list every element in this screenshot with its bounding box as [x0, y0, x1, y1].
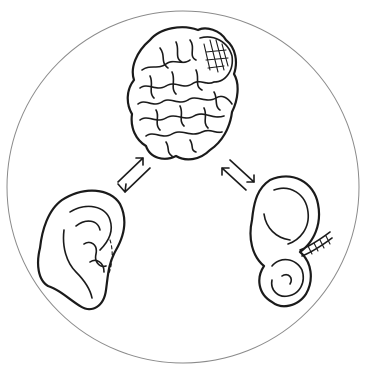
double-arrow-icon	[118, 158, 150, 192]
double-arrow-icon	[222, 160, 254, 190]
ear-icon	[38, 191, 124, 310]
frame-circle	[7, 11, 359, 363]
inner-ear-icon	[251, 176, 333, 306]
brain-icon	[128, 27, 238, 159]
